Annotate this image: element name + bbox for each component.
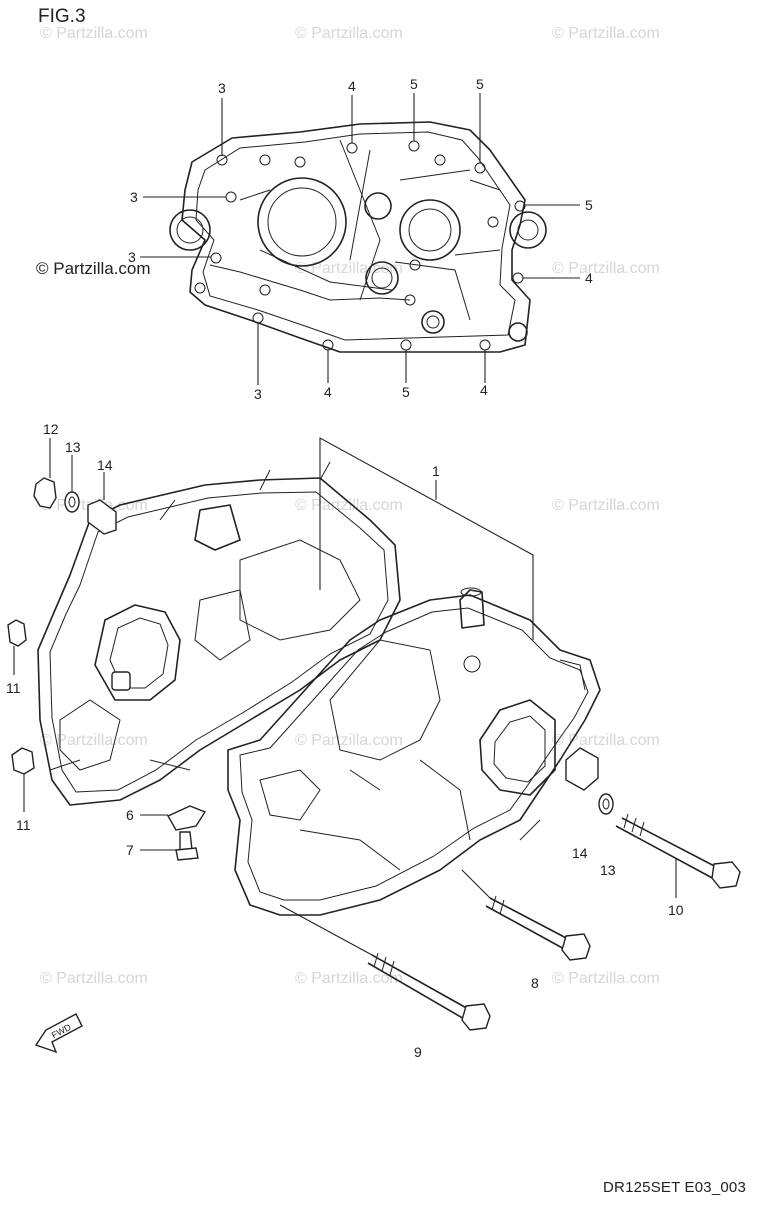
callout-4: 4 xyxy=(480,382,488,398)
watermark: © Partzilla.com xyxy=(552,25,660,42)
dowel-stud xyxy=(459,589,485,629)
callout-12: 12 xyxy=(43,421,59,437)
hardware-6-7 xyxy=(140,805,207,861)
bushing-14 xyxy=(87,499,117,535)
hardware-left-stack xyxy=(33,438,117,535)
crank-bore-left xyxy=(257,177,347,267)
hardware-nuts-11 xyxy=(7,619,35,812)
clamp-6 xyxy=(167,805,207,831)
top-callouts: 3 4 5 5 3 3 5 4 3 4 5 4 xyxy=(128,76,593,402)
callout-13: 13 xyxy=(65,439,81,455)
hardware-right-stack xyxy=(565,747,614,815)
watermark: © Partzilla.com xyxy=(40,25,148,42)
watermark: © Partzilla.com xyxy=(295,25,403,42)
crankcase-right-half xyxy=(227,587,601,916)
callout-1: 1 xyxy=(432,463,440,479)
watermark: © Partzilla.com xyxy=(552,732,660,749)
watermark: © Partzilla.com xyxy=(552,260,660,277)
watermark: © Partzilla.com xyxy=(295,732,403,749)
forward-direction-badge: FWD xyxy=(34,1013,83,1054)
bushing-14 xyxy=(565,747,599,791)
exploded-callouts: 12 13 14 1 11 11 6 7 14 13 10 8 9 xyxy=(6,421,684,1060)
callout-3: 3 xyxy=(218,80,226,96)
watermark-prominent: © Partzilla.com xyxy=(36,259,151,278)
callout-14: 14 xyxy=(97,457,113,473)
callout-3: 3 xyxy=(130,189,138,205)
top-callout-leaders xyxy=(140,93,580,385)
callout-4: 4 xyxy=(324,384,332,400)
watermark: © Partzilla.com xyxy=(40,732,148,749)
callout-8: 8 xyxy=(531,975,539,991)
callout-5: 5 xyxy=(402,384,410,400)
nut-11 xyxy=(7,619,27,647)
callout-4: 4 xyxy=(585,270,593,286)
bolt-9 xyxy=(279,904,491,1031)
watermark: © Partzilla.com xyxy=(552,970,660,987)
nut-11 xyxy=(11,747,35,775)
callout-5: 5 xyxy=(476,76,484,92)
callout-9: 9 xyxy=(414,1044,422,1060)
bolt-10 xyxy=(615,813,741,898)
watermark: © Partzilla.com xyxy=(295,497,403,514)
watermark: © Partzilla.com xyxy=(295,970,403,987)
watermark-layer: © Partzilla.com © Partzilla.com © Partzi… xyxy=(36,25,660,987)
callout-6: 6 xyxy=(126,807,134,823)
washer-13 xyxy=(64,491,80,513)
watermark: © Partzilla.com xyxy=(295,260,403,277)
left-half-bore xyxy=(94,604,181,701)
bolt-8 xyxy=(461,869,591,961)
fwd-arrow-icon xyxy=(34,1013,83,1054)
bolt-12 xyxy=(33,477,57,509)
callout-5: 5 xyxy=(585,197,593,213)
callout-14: 14 xyxy=(572,845,588,861)
callout-4: 4 xyxy=(348,78,356,94)
crankcase-left-half xyxy=(37,461,401,806)
callout-5: 5 xyxy=(410,76,418,92)
item-1-bracket xyxy=(319,437,534,640)
crank-bore-right xyxy=(399,199,461,261)
callout-10: 10 xyxy=(668,902,684,918)
figure-title: FIG.3 xyxy=(38,6,86,27)
callout-11: 11 xyxy=(16,817,31,833)
callout-11: 11 xyxy=(6,680,21,696)
crankcase-face-view xyxy=(169,121,547,353)
callout-3: 3 xyxy=(128,249,136,265)
callout-7: 7 xyxy=(126,842,134,858)
callout-13: 13 xyxy=(600,862,616,878)
washer-13 xyxy=(598,793,614,815)
callout-3: 3 xyxy=(254,386,262,402)
diagram-code: DR125SET E03_003 xyxy=(603,1179,746,1196)
watermark: © Partzilla.com xyxy=(552,497,660,514)
right-half-bore xyxy=(479,699,556,796)
watermark: © Partzilla.com xyxy=(40,970,148,987)
